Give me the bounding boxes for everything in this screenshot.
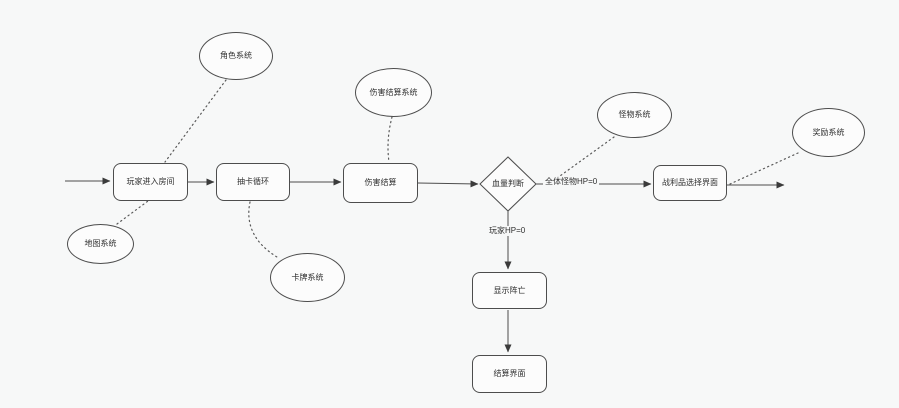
node-damage-calc[interactable]: 伤害结算 bbox=[343, 163, 418, 203]
system-monster[interactable]: 怪物系统 bbox=[597, 92, 672, 138]
dotted-link-damage-system-to-damage-calc bbox=[387, 116, 393, 163]
arrow-damage-calc-to-hp-judge bbox=[417, 180, 479, 188]
system-card-label: 卡牌系统 bbox=[291, 272, 324, 282]
node-draw-loop[interactable]: 抽卡循环 bbox=[216, 163, 290, 201]
dotted-link-character-system-to-enter-room bbox=[164, 79, 227, 163]
node-loot-select[interactable]: 战利品选择界面 bbox=[653, 165, 727, 201]
dotted-link-monster-system-to-branch bbox=[552, 136, 615, 182]
edge-label-player-hp-zero: 玩家HP=0 bbox=[487, 226, 528, 236]
edge-label-all-monsters-hp-zero: 全体怪物HP=0 bbox=[543, 177, 600, 187]
system-monster-label: 怪物系统 bbox=[618, 110, 651, 119]
system-character-label: 角色系统 bbox=[220, 51, 252, 60]
system-reward[interactable]: 奖励系统 bbox=[792, 108, 865, 157]
system-damage[interactable]: 伤害结算系统 bbox=[355, 68, 432, 117]
dotted-link-draw-loop-to-card-system bbox=[248, 201, 278, 258]
node-draw-loop-label: 抽卡循环 bbox=[237, 177, 269, 186]
system-character[interactable]: 角色系统 bbox=[199, 32, 273, 80]
node-show-death-label: 显示阵亡 bbox=[493, 285, 526, 295]
node-show-death[interactable]: 显示阵亡 bbox=[472, 272, 547, 309]
node-damage-calc-label: 伤害结算 bbox=[364, 178, 397, 187]
dotted-link-reward-system-to-loot-select bbox=[729, 152, 799, 185]
node-settle-screen-label: 结算界面 bbox=[493, 369, 526, 378]
node-enter-room[interactable]: 玩家进入房间 bbox=[113, 163, 188, 201]
system-map-label: 地图系统 bbox=[84, 239, 117, 248]
hp-judge-diamond-shape[interactable] bbox=[479, 156, 537, 212]
node-settle-screen[interactable]: 结算界面 bbox=[472, 355, 547, 393]
system-map[interactable]: 地图系统 bbox=[67, 224, 134, 264]
system-card[interactable]: 卡牌系统 bbox=[270, 253, 345, 302]
system-damage-label: 伤害结算系统 bbox=[369, 87, 418, 97]
dotted-link-map-system-to-enter-room bbox=[116, 200, 149, 225]
system-reward-label: 奖励系统 bbox=[812, 127, 845, 137]
node-enter-room-label: 玩家进入房间 bbox=[126, 177, 175, 186]
node-loot-select-label: 战利品选择界面 bbox=[662, 178, 718, 187]
